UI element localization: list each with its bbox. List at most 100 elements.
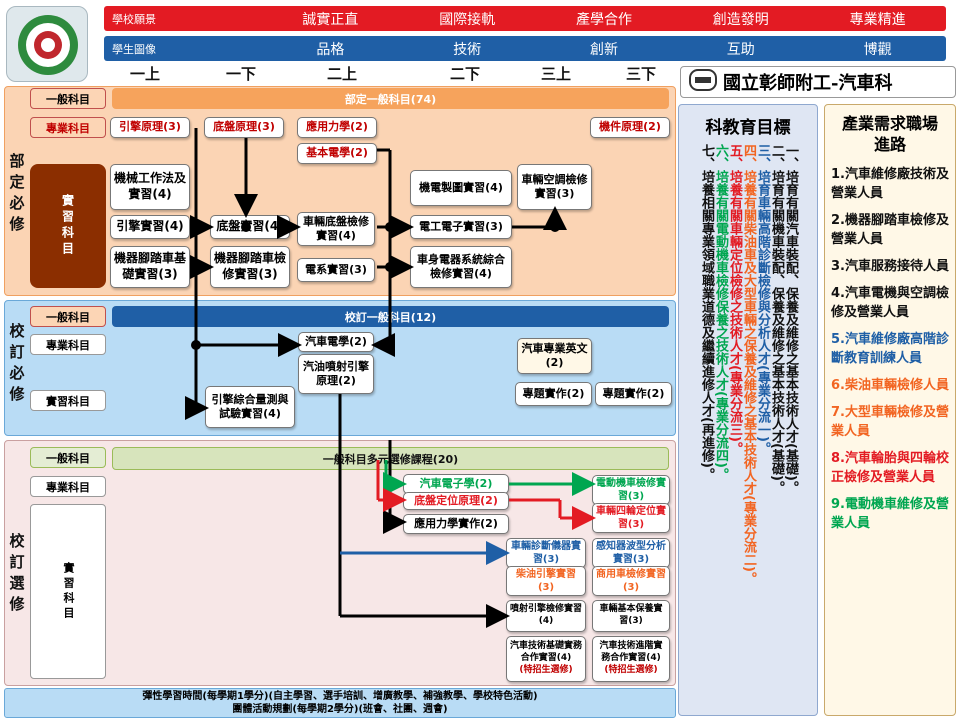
course-engine-principle[interactable]: 引擎原理(3) [110,117,190,138]
careers-title: 產業需求職場進路 [841,114,938,154]
school-title-box: 國立彰師附工-汽車科 [680,66,956,98]
vision-banner: 學校願景 誠實正直 國際接軌 產學合作 創造發明 專業精進 [104,6,946,31]
course-chassis-inspect[interactable]: 車輛底盤檢修實習(4) [297,212,375,246]
course-engine-measure[interactable]: 引擎綜合量測與試驗實習(4) [205,386,295,428]
vision-item: 創造發明 [712,11,769,28]
goal-item: 七、培養相關專業領域職業道德及繼續進修人才(再進修)。 [699,144,714,481]
school-logo [6,6,88,82]
career-item: 1.汽車維修廠技術及營業人員 [831,167,949,201]
course-engine-lab[interactable]: 引擎實習(4) [110,215,190,239]
course-title: 汽車技術進階實務合作實習(4) [599,641,663,664]
course-tech-adv-coop[interactable]: 汽車技術進階實務合作實習(4) (特招生選修) [592,636,670,682]
course-ev-inspect[interactable]: 電動機車檢修實習(3) [592,475,670,505]
portrait-banner: 學生圖像 品格 技術 創新 互助 博觀 [104,36,946,61]
school-emblem-icon [18,15,78,75]
career-item: 9.電動機車維修及營業人員 [831,497,949,531]
professional-subject-label: 專業科目 [30,476,106,497]
course-sensor-wave[interactable]: 感知器波型分析實習(3) [592,538,670,568]
course-chassis-lab[interactable]: 底盤實習(4) [210,215,290,239]
course-commercial-vehicle[interactable]: 商用車檢修實習(3) [592,566,670,596]
goal-item: 二、培育有關機車裝配、保養及維修之基本技術人才(基礎)。 [769,144,784,494]
course-machine-principle[interactable]: 機件原理(2) [590,117,670,138]
portrait-item: 品格 [316,41,345,58]
car-icon [689,69,717,95]
professional-subject-label: 專業科目 [30,117,106,138]
semester-label: 三下 [626,65,657,83]
course-diesel-engine[interactable]: 柴油引擎實習(3) [506,566,586,596]
national-general-bar: 部定一般科目(74) [112,88,669,109]
semester-label: 二下 [450,65,481,83]
course-moto-inspect[interactable]: 機器腳踏車檢修實習(3) [210,246,290,288]
goals-list: 一、培育有關汽車裝配、保養及維修之基本技術人才(基礎)。 二、培育有關機車裝配、… [679,144,817,704]
semester-label: 二上 [327,65,358,83]
careers-list: 1.汽車維修廠技術及營業人員 2.機器腳踏車檢修及營業人員 3.汽車服務接待人員… [831,165,949,533]
course-drafting-lab[interactable]: 機電製圖實習(4) [410,170,512,206]
portrait-item: 技術 [453,41,482,58]
course-auto-electric[interactable]: 汽車電學(2) [298,332,374,352]
practice-subject-label: 實習科目 [30,390,106,411]
footer-group-activity: 團體活動規劃(每學期2學分)(班會、社團、週會) [232,704,448,715]
professional-subject-label: 專業科目 [30,334,106,355]
portrait-item: 博觀 [863,41,892,58]
course-project-2[interactable]: 專題實作(2) [595,382,672,406]
general-subject-label: 一般科目 [30,306,106,327]
career-item: 3.汽車服務接待人員 [831,259,949,274]
vision-item: 產學合作 [575,11,632,28]
course-applied-mech-practice[interactable]: 應用力學實作(2) [403,514,509,534]
elective-general-bar: 一般科目多元選修課程(20) [112,447,669,470]
course-ac-lab[interactable]: 車輛空調檢修實習(3) [517,164,592,210]
course-applied-mechanics[interactable]: 應用力學(2) [297,117,377,138]
vision-item: 誠實正直 [302,11,359,28]
semester-label: 一上 [130,65,161,83]
vision-item: 國際接軌 [439,11,496,28]
semester-label: 三上 [541,65,572,83]
course-fuel-injection[interactable]: 汽油噴射引擎原理(2) [298,354,374,394]
goals-title: 科教育目標 [705,118,791,138]
career-item: 5.汽車維修廠高階診斷教育訓練人員 [831,332,949,366]
school-title: 國立彰師附工-汽車科 [723,73,893,94]
vision-label: 學校願景 [112,12,156,26]
course-wheel-alignment[interactable]: 車輛四輪定位實習(3) [592,503,670,533]
practice-subject-label: 實習科目 [30,164,106,288]
course-note: (特招生選修) [519,664,573,675]
goal-item: 五、培養有關車輛定位檢修之技術人才(專業分流三)。 [727,144,742,455]
footer-box: 彈性學習時間(每學期1學分)(自主學習、選手培訓、增廣教學、補強教學、學校特色活… [4,688,676,718]
course-moto-basic[interactable]: 機器腳踏車基礎實習(3) [110,246,190,288]
school-general-bar: 校訂一般科目(12) [112,306,669,327]
practice-subject-label: 實習科目 [30,504,106,679]
semester-label: 一下 [226,65,257,83]
course-paint-inspect[interactable]: 噴射引擎檢修實習(4) [506,600,586,632]
career-item: 7.大型車輛檢修及營業人員 [831,405,949,439]
footer-flexible-time: 彈性學習時間(每學期1學分)(自主學習、選手培訓、增廣教學、補強教學、學校特色活… [142,691,538,702]
course-body-electric[interactable]: 車身電器系統綜合檢修實習(4) [410,246,512,288]
goal-item: 四、培養有關柴油車及大型車輛之保養及維修之基本技術人才(專業分流二)。 [741,144,756,585]
course-project-1[interactable]: 專題實作(2) [515,382,592,406]
goal-item: 三、培育車輛高階診斷檢修與分析人才(專業分流一)。 [755,144,770,455]
education-goals-panel: 科教育目標 一、培育有關汽車裝配、保養及維修之基本技術人才(基礎)。 二、培育有… [678,104,818,716]
course-diag-instrument[interactable]: 車輛診斷儀器實習(3) [506,538,586,568]
course-chassis-principle[interactable]: 底盤原理(3) [204,117,284,138]
career-item: 8.汽車輪胎與四輪校正檢修及營業人員 [831,451,949,485]
portrait-label: 學生圖像 [112,42,156,56]
course-auto-english[interactable]: 汽車專業英文(2) [517,338,592,374]
course-title: 汽車技術基礎實務合作實習(4) [510,641,583,664]
course-note: (特招生選修) [604,664,658,675]
course-chassis-positioning[interactable]: 底盤定位原理(2) [403,492,509,510]
course-tech-basic-coop[interactable]: 汽車技術基礎實務合作實習(4) (特招生選修) [506,636,586,682]
goal-item: 一、培育有關汽車裝配、保養及維修之基本技術人才(基礎)。 [783,144,798,494]
side-label: 校訂必修 [7,323,26,407]
career-item: 4.汽車電機與空調檢修及營業人員 [831,286,949,320]
course-machining-lab[interactable]: 機械工作法及實習(4) [110,164,190,210]
course-vehicle-basic-care[interactable]: 車輛基本保養實習(3) [592,600,670,632]
course-electronics-lab[interactable]: 電工電子實習(3) [410,215,512,239]
career-item: 2.機器腳踏車檢修及營業人員 [831,213,949,247]
course-power-lab[interactable]: 電系實習(3) [297,258,375,282]
portrait-item: 創新 [589,41,618,58]
career-paths-panel: 產業需求職場進路 1.汽車維修廠技術及營業人員 2.機器腳踏車檢修及營業人員 3… [824,104,956,716]
portrait-item: 互助 [726,41,755,58]
course-auto-electronics[interactable]: 汽車電子學(2) [403,474,509,494]
course-basic-electricity[interactable]: 基本電學(2) [297,143,377,164]
side-label: 校訂選修 [7,533,26,617]
general-subject-label: 一般科目 [30,447,106,468]
side-label: 部定必修 [7,153,26,237]
